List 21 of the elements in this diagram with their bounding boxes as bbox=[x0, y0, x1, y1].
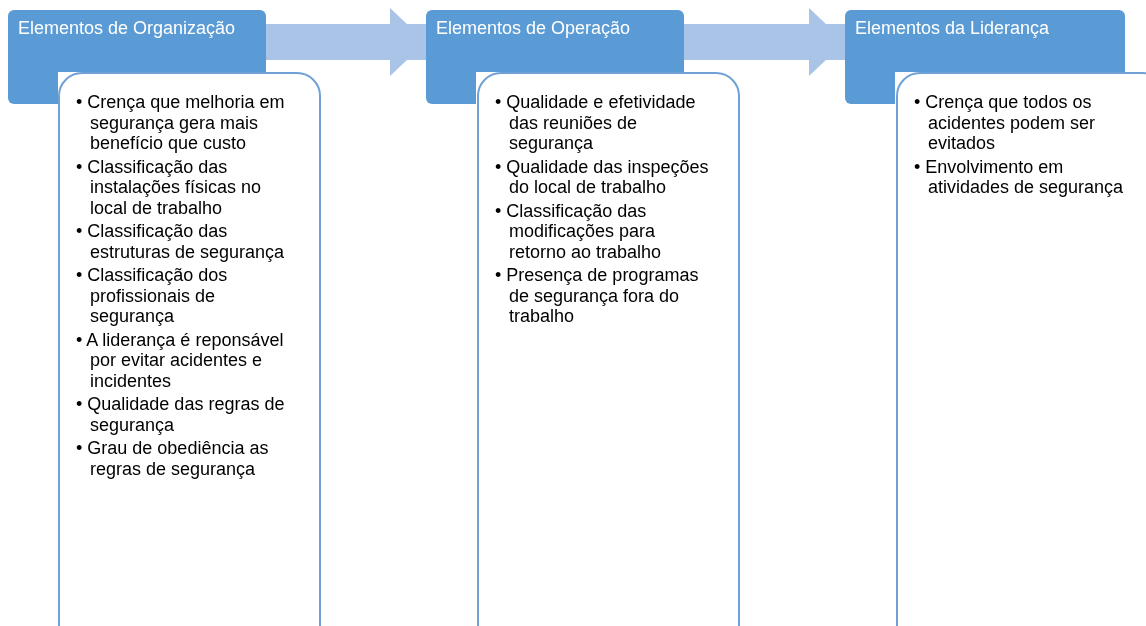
bullet-item: • Classificação das instalações físicas no local de trabalho bbox=[76, 156, 263, 218]
bullet-item: • Crença que melhoria em segurança gera mais benefício que custo bbox=[76, 92, 286, 154]
block-arrow bbox=[684, 8, 845, 76]
detail-card bbox=[477, 72, 740, 626]
header-title: Elementos de Organização bbox=[18, 18, 236, 38]
bullet-item: • Grau de obediência as regras de segurança bbox=[76, 438, 270, 479]
bullet-item: • Presença de programas de segurança fora do trabalho bbox=[495, 265, 700, 327]
block-arrow bbox=[266, 8, 426, 76]
bullet-item: • A liderança é reponsável por evitar acidentes e incidentes bbox=[76, 329, 285, 391]
bullet-item: • Classificação das estruturas de segurança bbox=[76, 221, 286, 262]
detail-card bbox=[58, 72, 321, 626]
bullet-item: • Qualidade das inspeções do local de trabalho bbox=[495, 156, 710, 198]
bullet-item: • Envolvimento em atividades de segurança bbox=[914, 156, 1125, 198]
bullet-item: • Crença que todos os acidentes podem ser evitados bbox=[914, 92, 1097, 154]
header-title: Elementos de Operação bbox=[436, 18, 631, 38]
bullet-item: • Classificação das modificações para retorno ao trabalho bbox=[495, 200, 663, 262]
bullet-item: • Classificação dos profissionais de segurança bbox=[76, 265, 229, 327]
bullet-item: • Qualidade e efetividade das reuniões de segurança bbox=[495, 92, 697, 154]
bullet-item: • Qualidade das regras de segurança bbox=[76, 394, 286, 435]
detail-card bbox=[896, 72, 1146, 626]
header-title: Elementos da Liderança bbox=[855, 18, 1050, 38]
